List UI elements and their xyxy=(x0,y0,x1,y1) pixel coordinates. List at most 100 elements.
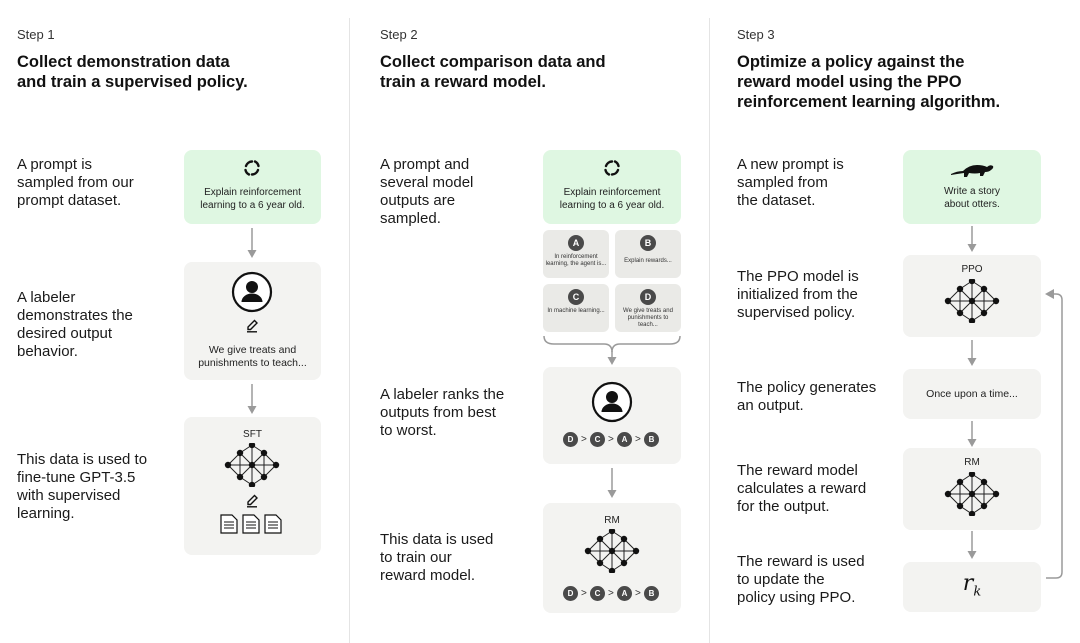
network-node xyxy=(632,547,640,555)
step2-arrow-2 xyxy=(607,468,617,498)
model-output-card-c: C In machine learning... xyxy=(543,284,609,332)
policy-output-text: Once upon a time... xyxy=(926,388,1018,400)
network-node xyxy=(260,473,268,481)
rank-separator: > xyxy=(581,588,587,599)
network-node xyxy=(956,309,964,317)
reward-value: rk xyxy=(903,571,1041,599)
neural-network-icon xyxy=(944,472,1000,516)
ranking-row: D > C > A > B xyxy=(543,432,681,448)
network-node xyxy=(956,502,964,510)
cycle-icon xyxy=(604,160,620,176)
column-divider-1 xyxy=(349,18,350,643)
network-node xyxy=(272,461,280,469)
step1-demo-line-1: We give treats and xyxy=(208,344,297,356)
network-node xyxy=(968,510,976,516)
step3-arrow-3 xyxy=(967,421,977,447)
pencil-icon xyxy=(247,319,258,333)
model-output-card-b: B Explain rewards... xyxy=(615,230,681,278)
rank-badge: C xyxy=(590,586,605,601)
step2-prompt-card: Explain reinforcement learning to a 6 ye… xyxy=(543,150,681,224)
network-node xyxy=(248,461,256,469)
step2-title: Collect comparison data and train a rewa… xyxy=(380,53,606,91)
step2-label: Step 2 xyxy=(380,27,418,42)
network-node xyxy=(968,472,976,478)
rm-model-label: RM xyxy=(604,515,620,526)
neural-network-icon xyxy=(584,529,640,573)
step2-reward-model-card: RM D > C > A > B xyxy=(543,503,681,613)
network-node xyxy=(956,478,964,486)
documents-icon-group xyxy=(220,514,286,536)
network-node xyxy=(992,490,1000,498)
network-node xyxy=(968,490,976,498)
step1-demo-line-2: punishments to teach... xyxy=(198,356,307,369)
step2-prompt-line-2: learning to a 6 year old. xyxy=(559,199,665,211)
step3-title: Optimize a policy against the reward mod… xyxy=(737,53,1001,111)
step1-arrow-1 xyxy=(247,228,257,258)
otter-icon xyxy=(951,165,994,177)
step1-label: Step 1 xyxy=(17,27,55,42)
rank-badge: B xyxy=(644,432,659,447)
network-node xyxy=(980,285,988,293)
ranking-row: D > C > A > B xyxy=(543,586,681,602)
reward-subscript: k xyxy=(973,584,982,600)
cycle-icon xyxy=(244,160,260,176)
pencil-icon xyxy=(247,494,258,508)
network-node xyxy=(980,502,988,510)
rank-badge: B xyxy=(644,586,659,601)
model-output-card-a: A In reinforcement learning, the agent i… xyxy=(543,230,609,278)
network-node xyxy=(608,529,616,535)
network-node xyxy=(620,535,628,543)
network-node xyxy=(980,478,988,486)
network-node xyxy=(608,547,616,555)
rank-badge: D xyxy=(563,586,578,601)
step3-arrow-1 xyxy=(967,226,977,252)
outputs-bracket xyxy=(543,335,681,365)
network-node xyxy=(236,449,244,457)
network-node xyxy=(248,443,256,449)
network-node xyxy=(260,449,268,457)
neural-network-icon xyxy=(224,443,280,487)
step1-demonstration-card: We give treats and punishments to teach.… xyxy=(184,262,321,380)
column-divider-2 xyxy=(709,18,710,643)
step3-arrow-2 xyxy=(967,340,977,366)
rank-separator: > xyxy=(635,588,641,599)
network-node xyxy=(944,297,952,305)
network-node xyxy=(944,490,952,498)
sft-model-label: SFT xyxy=(243,429,262,440)
network-node xyxy=(968,297,976,305)
step2-ranking-card: D > C > A > B xyxy=(543,367,681,464)
network-node xyxy=(596,535,604,543)
network-node xyxy=(968,279,976,285)
rank-badge: D xyxy=(563,432,578,447)
step3-prompt-line-1: Write a story xyxy=(944,186,1000,197)
network-node xyxy=(608,567,616,573)
step3-reward-card: rk xyxy=(903,562,1041,612)
step3-arrow-4 xyxy=(967,531,977,559)
network-node xyxy=(620,559,628,567)
step3-reward-model-card: RM xyxy=(903,448,1041,530)
ppo-model-label: PPO xyxy=(961,264,983,275)
step1-title: Collect demonstration data and train a s… xyxy=(17,53,248,91)
labeler-avatar-icon xyxy=(591,381,633,423)
network-node xyxy=(596,559,604,567)
step1-sft-card: SFT xyxy=(184,417,321,555)
rank-badge: C xyxy=(590,432,605,447)
network-node xyxy=(236,473,244,481)
model-output-card-d: D We give treats and punishments to teac… xyxy=(615,284,681,332)
ppo-update-loop-arrow xyxy=(1045,289,1063,579)
step1-arrow-2 xyxy=(247,384,257,414)
rank-separator: > xyxy=(608,434,614,445)
step3-ppo-card: PPO xyxy=(903,255,1041,337)
step3-label: Step 3 xyxy=(737,27,775,42)
step3-output-card: Once upon a time... xyxy=(903,369,1041,419)
rank-badge: A xyxy=(617,432,632,447)
document-icon xyxy=(220,514,238,534)
